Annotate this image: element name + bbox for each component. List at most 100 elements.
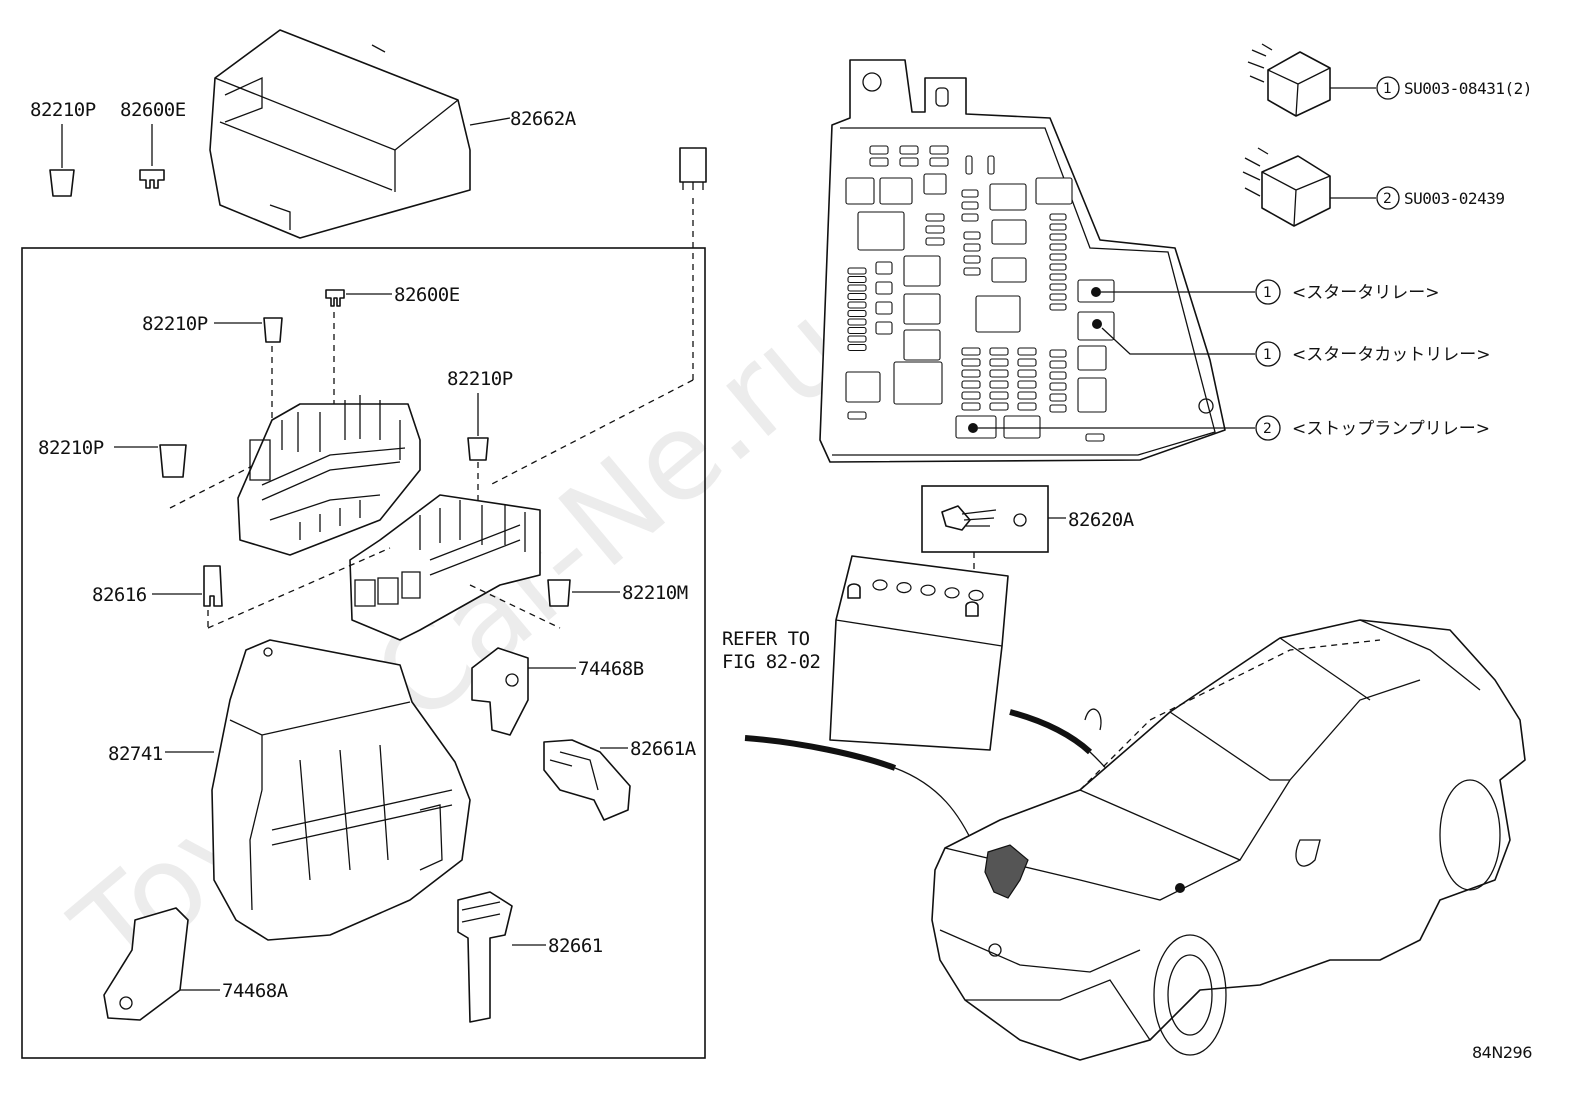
part-74468B[interactable]: 74468B — [471, 647, 644, 736]
svg-text:82600E: 82600E — [394, 284, 460, 306]
fuse-cell — [893, 361, 943, 405]
part-82620A[interactable]: 82620A — [921, 485, 1135, 610]
part-74468A[interactable]: 74468A — [103, 907, 289, 1021]
fuse-cell — [989, 358, 1009, 367]
fuse-cell — [875, 281, 893, 295]
svg-text:82616: 82616 — [92, 584, 147, 606]
svg-text:2: 2 — [1263, 421, 1272, 437]
relay-small-top[interactable] — [489, 147, 707, 486]
part-82661A[interactable]: 82661A — [543, 738, 697, 821]
fuse-cell — [965, 155, 973, 175]
fuse-cell — [899, 157, 919, 167]
part-82210M[interactable]: 82210M — [547, 579, 688, 607]
fuse-box-top-view[interactable] — [819, 59, 1226, 463]
fuse-cell — [961, 358, 981, 367]
fuse-cell — [847, 309, 867, 318]
svg-text:SU003-08431(2): SU003-08431(2) — [1404, 79, 1532, 98]
fuse-cell — [857, 211, 905, 251]
svg-text:FIG 82-02: FIG 82-02 — [722, 651, 820, 673]
diagram-code: 84N296 — [1472, 1043, 1532, 1062]
fuse-cell — [989, 369, 1009, 378]
part-82210P-a[interactable]: 82210P — [142, 313, 283, 440]
fuse-cell — [1049, 253, 1067, 261]
fuse-cell — [1049, 263, 1067, 271]
part-82741-housing[interactable]: 82741 — [108, 639, 471, 941]
fuse-cell — [1077, 377, 1107, 413]
svg-text:1: 1 — [1263, 347, 1272, 363]
fuse-cell — [879, 177, 913, 205]
fuse-cell — [1049, 243, 1067, 251]
relay-2[interactable]: 2 SU003-02439 — [1242, 147, 1505, 227]
svg-text:82210P: 82210P — [30, 99, 96, 121]
part-82600E[interactable]: 82600E — [325, 284, 460, 430]
fuse-cell — [1017, 358, 1037, 367]
fuse-cell — [847, 335, 867, 343]
fuse-cell — [847, 275, 867, 284]
part-82661[interactable]: 82661 — [457, 891, 603, 1023]
callout-stop-lamp-relay: 2 <ストップランプリレー> — [1255, 415, 1490, 441]
fuse-cell — [1049, 233, 1067, 241]
svg-text:82661: 82661 — [548, 935, 603, 957]
fuse-cell — [929, 145, 949, 155]
fuse-cell — [1049, 404, 1067, 413]
fuse-cell — [1049, 293, 1067, 301]
fuse-cell — [1003, 415, 1041, 439]
part-82662A-cover[interactable]: 82662A — [209, 29, 577, 239]
fuse-cell — [1049, 273, 1067, 281]
part-82210P-loose[interactable]: 82210P — [30, 99, 96, 197]
fuse-cell — [1049, 360, 1067, 369]
fuse-block-upper[interactable] — [237, 395, 421, 556]
svg-text:REFER TO: REFER TO — [722, 628, 810, 650]
fuse-cell — [923, 173, 947, 195]
fuse-cell — [903, 255, 941, 287]
fuse-cell — [925, 225, 945, 234]
refer-note: REFER TO FIG 82-02 — [722, 628, 821, 673]
fuse-cell — [989, 347, 1009, 356]
fuse-cell — [991, 219, 1027, 245]
battery[interactable] — [829, 555, 1009, 751]
svg-text:82620A: 82620A — [1068, 509, 1135, 531]
fuse-cell — [875, 321, 893, 335]
part-82210P-b[interactable]: 82210P — [447, 368, 513, 510]
relay-1[interactable]: 1 SU003-08431(2) — [1247, 43, 1532, 117]
fuse-cell — [1017, 391, 1037, 400]
fuse-cell — [963, 231, 981, 240]
fuse-cell — [847, 301, 867, 309]
fuse-block-lower[interactable] — [349, 494, 561, 641]
fuse-cell — [847, 267, 867, 275]
callout-starter-relay: 1 <スタータリレー> — [1255, 279, 1440, 305]
part-82210P-c[interactable]: 82210P — [38, 437, 261, 509]
fuse-cell — [961, 213, 979, 222]
fuse-cell — [1049, 213, 1067, 221]
part-82616[interactable]: 82616 — [92, 547, 391, 629]
svg-text:82600E: 82600E — [120, 99, 186, 121]
fuse-cell — [847, 284, 867, 292]
fuse-cell — [963, 255, 981, 264]
svg-text:82210P: 82210P — [447, 368, 513, 390]
fuse-cell — [847, 318, 867, 326]
svg-text:82210M: 82210M — [622, 582, 688, 604]
fuse-cell — [961, 380, 981, 389]
fuse-cell — [869, 157, 889, 167]
battery-cap — [968, 589, 984, 602]
fuse-cell — [925, 237, 945, 246]
fuse-cell — [989, 183, 1027, 211]
fuse-cell — [1049, 283, 1067, 291]
fuse-cell — [847, 411, 867, 420]
svg-text:SU003-02439: SU003-02439 — [1404, 189, 1504, 208]
svg-text:<スタータカットリレー>: <スタータカットリレー> — [1292, 345, 1491, 365]
car-illustration — [931, 619, 1526, 1061]
fuse-cell — [989, 402, 1009, 411]
fuse-cell — [1049, 371, 1067, 380]
relay-dot-1 — [1091, 287, 1101, 297]
fuse-cell — [1085, 433, 1105, 442]
fuse-cell — [929, 157, 949, 167]
fuse-cell — [845, 177, 875, 205]
fuse-cell — [961, 402, 981, 411]
fuse-cell — [961, 391, 981, 400]
part-82600E-loose[interactable]: 82600E — [120, 99, 186, 189]
svg-text:82210P: 82210P — [142, 313, 208, 335]
fuse-cell — [1017, 402, 1037, 411]
fuse-cell — [961, 347, 981, 356]
